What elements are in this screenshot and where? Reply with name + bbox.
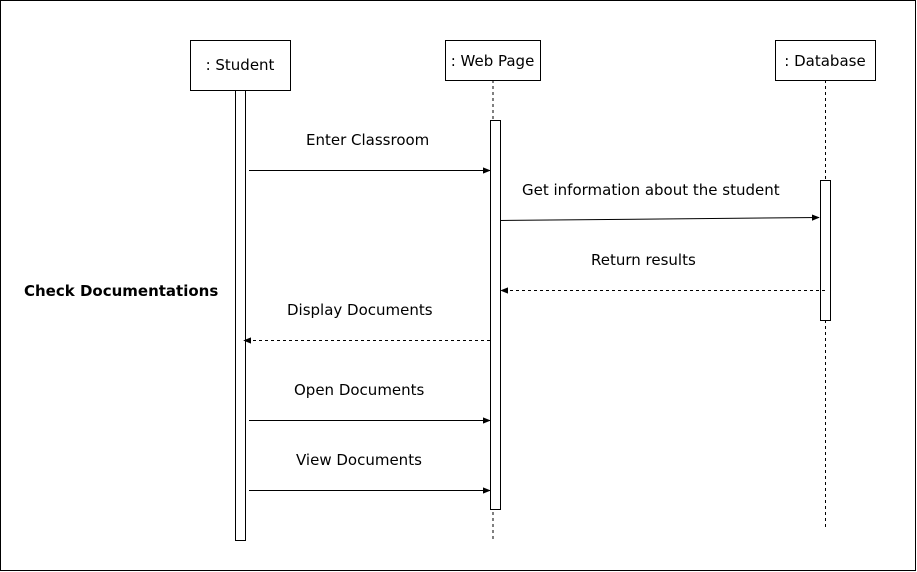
message-label-view-documents: View Documents: [296, 451, 422, 469]
activation-bar-webpage: [490, 120, 501, 510]
participant-box-webpage: [445, 40, 541, 81]
participant-label-webpage: : Web Page: [450, 52, 535, 70]
message-label-get-information: Get information about the student: [522, 181, 780, 199]
participant-box-database: [775, 40, 876, 81]
message-label-open-documents: Open Documents: [294, 381, 425, 399]
activation-bar-database: [820, 180, 831, 321]
activation-bar-student: [235, 90, 246, 541]
message-label-return-results: Return results: [591, 251, 696, 269]
message-arrow-get-information: [499, 214, 820, 221]
participant-label-student: : Student: [205, 56, 275, 74]
message-label-display-documents: Display Documents: [287, 301, 433, 319]
participant-label-database: : Database: [784, 52, 866, 70]
message-label-enter-classroom: Enter Classroom: [306, 131, 430, 149]
frame-title: Check Documentations: [24, 282, 219, 300]
